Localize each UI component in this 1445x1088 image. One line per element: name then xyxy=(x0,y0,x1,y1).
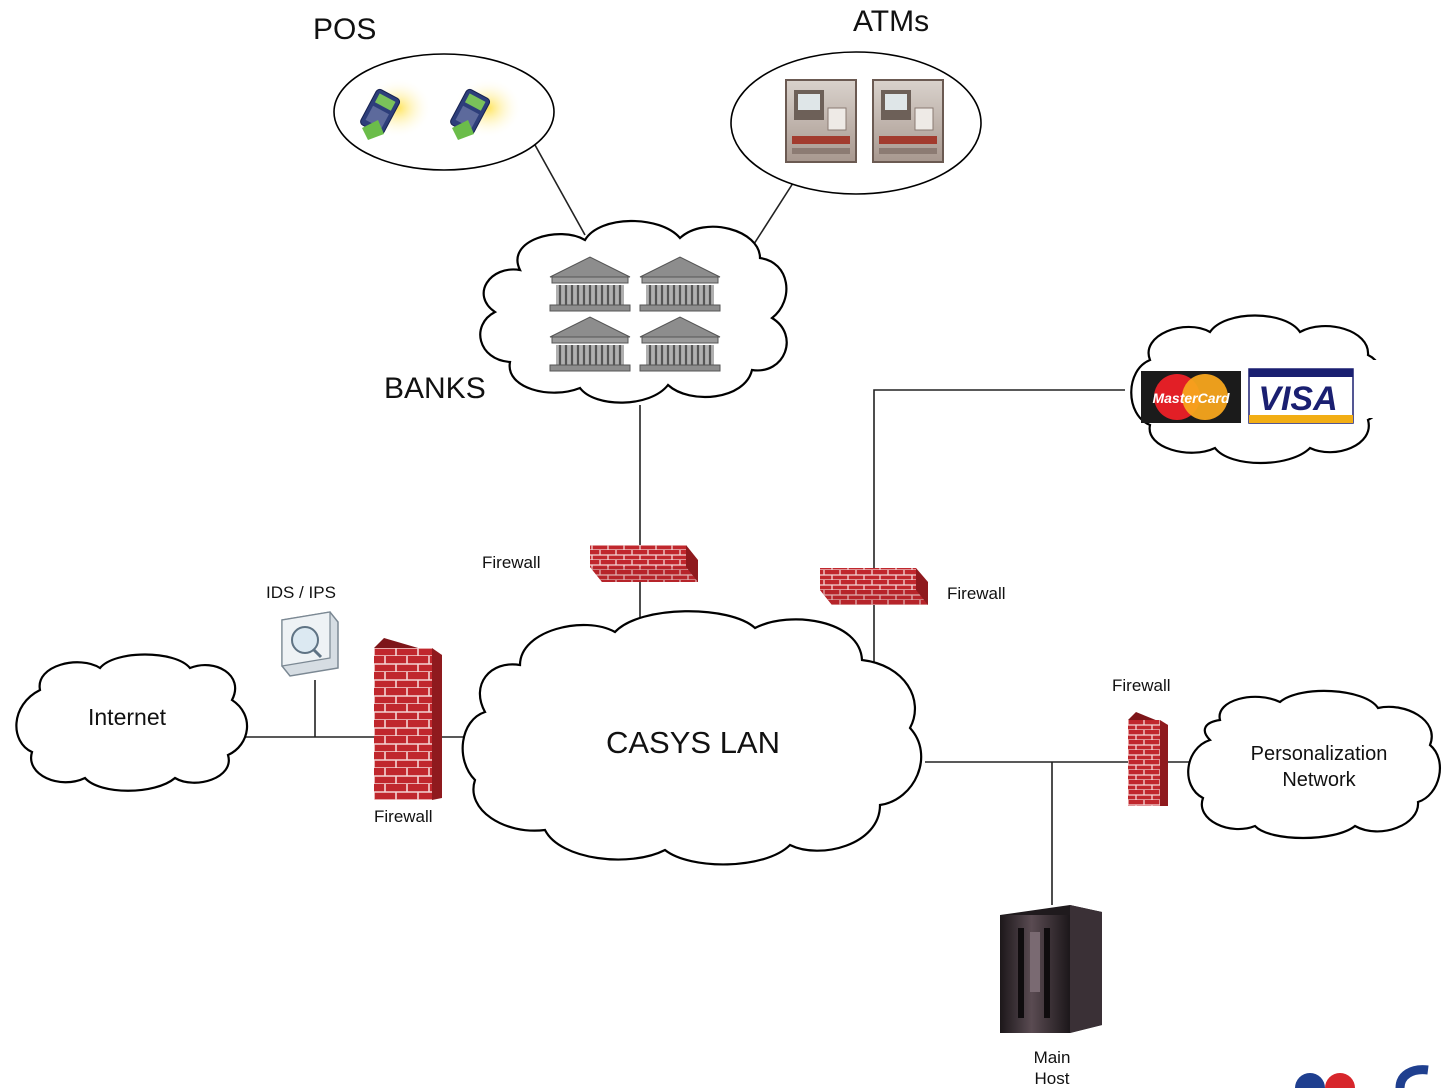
personalization-cloud: Personalization Network xyxy=(1187,689,1441,840)
personalization-label-line1: Personalization xyxy=(1251,743,1388,765)
ids-ips-group: IDS / IPS xyxy=(266,583,339,677)
pos-group: POS xyxy=(313,13,555,171)
casys-lan-label: CASYS LAN xyxy=(606,725,780,760)
ids-ips-label: IDS / IPS xyxy=(266,583,336,602)
firewall-banks: Firewall xyxy=(482,545,698,582)
pos-terminal-icon xyxy=(450,78,522,140)
atm-icon xyxy=(785,79,857,163)
mastercard-logo: MasterCard xyxy=(1141,371,1241,423)
banks-cloud: BANKS xyxy=(384,219,788,405)
firewall-icon xyxy=(590,545,698,582)
main-host-label-line2: Host xyxy=(1035,1069,1070,1088)
firewall-cards-label: Firewall xyxy=(947,584,1006,603)
atms-group: ATMs xyxy=(730,5,982,195)
atms-label: ATMs xyxy=(853,5,929,38)
firewall-icon xyxy=(1128,712,1168,806)
mastercard-text: MasterCard xyxy=(1152,390,1229,406)
ids-sensor-icon xyxy=(281,611,339,677)
pos-terminal-icon xyxy=(360,78,432,140)
banks-label: BANKS xyxy=(384,372,486,405)
main-host: Main Host xyxy=(1000,905,1102,1088)
atm-icon xyxy=(872,79,944,163)
card-schemes-cloud: MasterCard VISA xyxy=(1130,314,1394,464)
firewall-icon xyxy=(374,638,442,800)
casys-lan-cloud: CASYS LAN xyxy=(461,610,923,866)
pos-label: POS xyxy=(313,13,376,46)
firewall-cards: Firewall xyxy=(820,568,1006,605)
visa-text: VISA xyxy=(1258,380,1337,418)
firewall-personalization-label: Firewall xyxy=(1112,676,1171,695)
mainframe-icon xyxy=(1000,905,1102,1033)
firewall-internet-label: Firewall xyxy=(374,807,433,826)
visa-logo: VISA xyxy=(1248,368,1354,424)
main-host-label-line1: Main xyxy=(1034,1048,1071,1067)
firewall-banks-label: Firewall xyxy=(482,553,541,572)
cloud-edge-mask xyxy=(1364,360,1394,418)
personalization-label-line2: Network xyxy=(1282,769,1356,791)
firewall-personalization: Firewall xyxy=(1112,676,1171,806)
internet-cloud: Internet xyxy=(15,653,248,792)
internet-label: Internet xyxy=(88,704,167,730)
company-logo xyxy=(1295,1065,1429,1088)
firewall-icon xyxy=(820,568,928,605)
firewall-internet: Firewall xyxy=(374,638,442,826)
